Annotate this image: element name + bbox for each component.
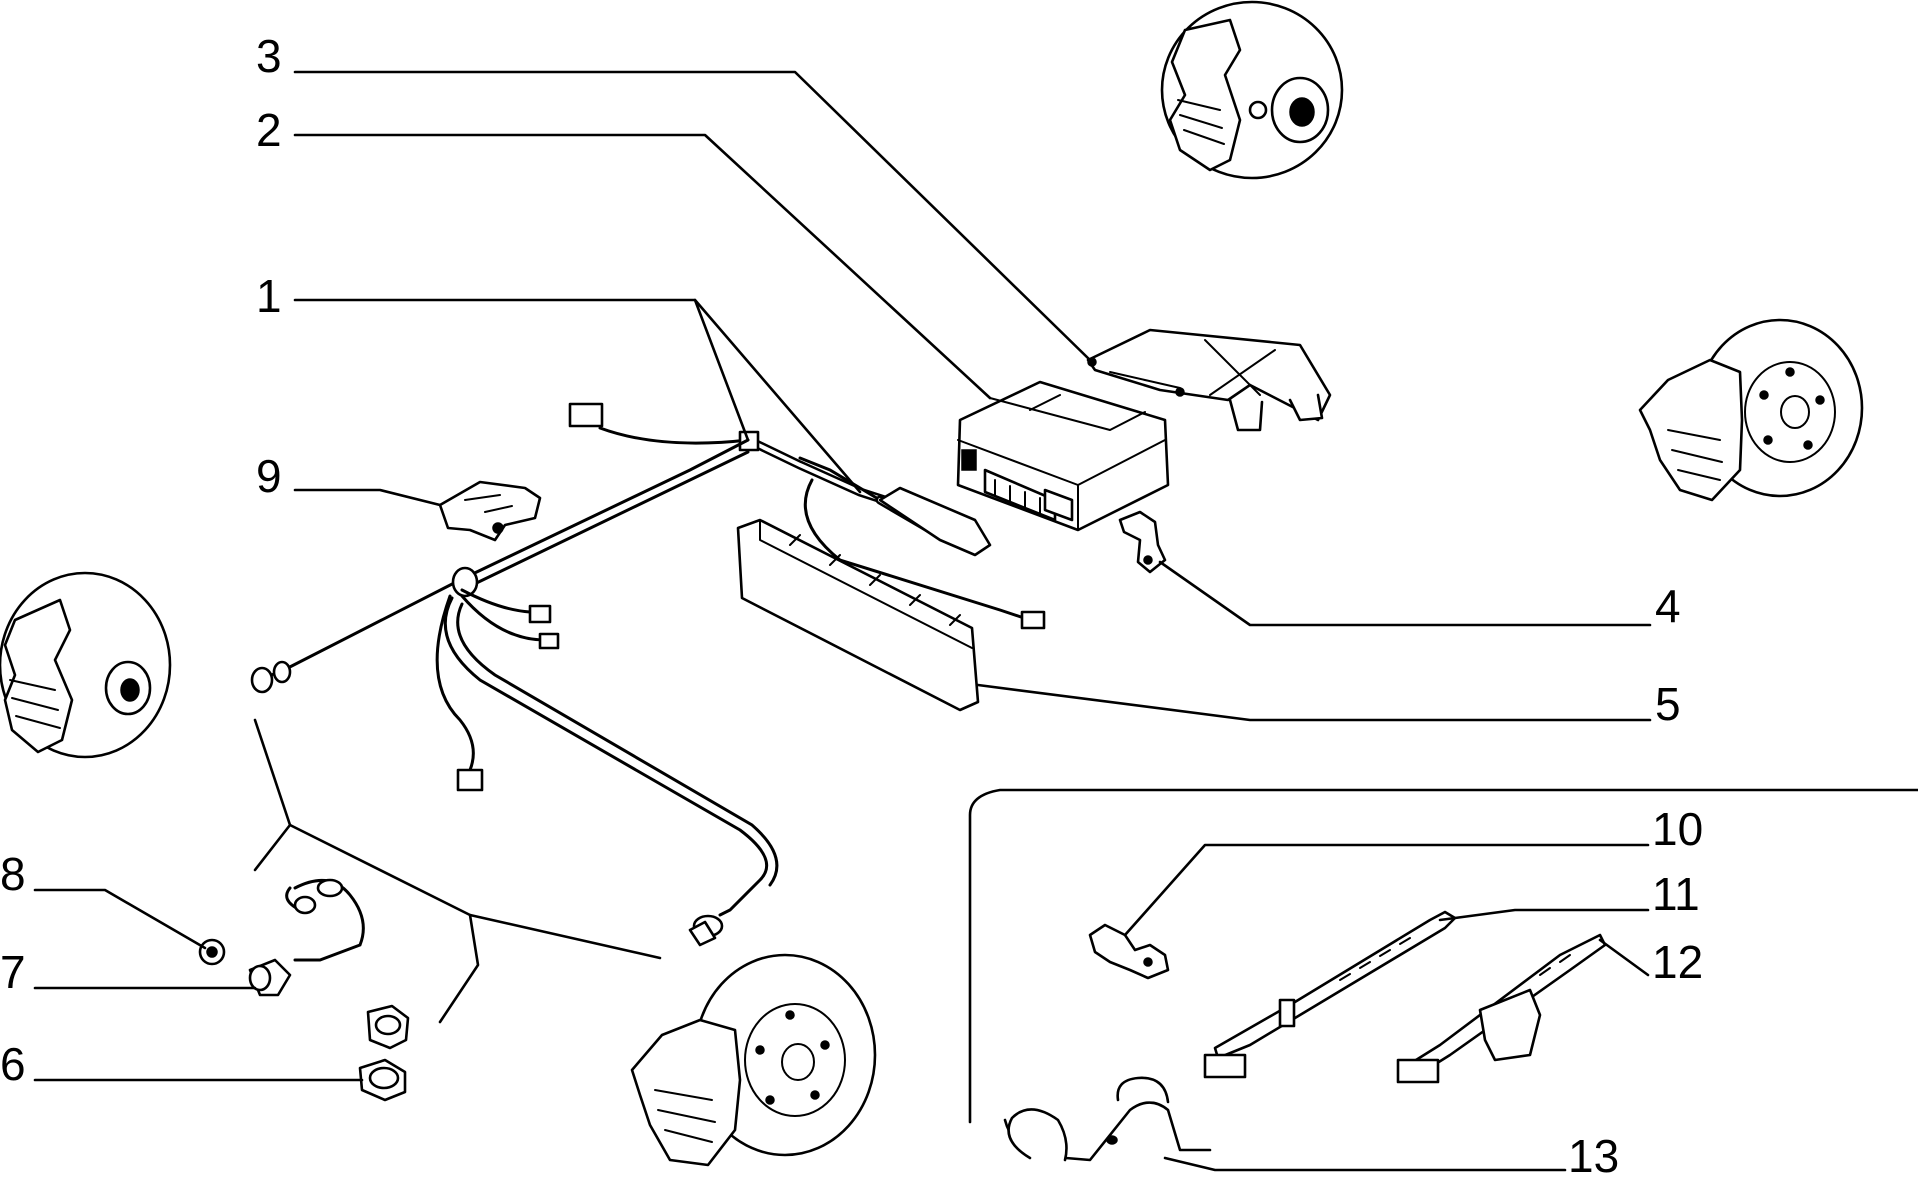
- callout-3: 3: [256, 30, 282, 82]
- callout-7: 7: [0, 946, 26, 998]
- front-left-brake-disc: [1638, 318, 1864, 502]
- callout-6: 6: [0, 1038, 26, 1090]
- part-4-small-bracket: [1118, 510, 1167, 574]
- callout-2: 2: [256, 104, 282, 156]
- callout-11: 11: [1652, 868, 1700, 920]
- callout-9: 9: [256, 450, 282, 502]
- callout-10: 10: [1652, 803, 1703, 855]
- part-5-cover-panel: [736, 518, 980, 712]
- front-right-brake-disc: [1160, 0, 1344, 180]
- callout-4: 4: [1655, 580, 1681, 632]
- part-11-cable-tie: [1203, 910, 1457, 1079]
- part-9-connector-cover: [438, 480, 542, 542]
- part-13-double-clip: [1003, 1076, 1212, 1162]
- part-8-grommet: [198, 938, 226, 966]
- part-1-wiring-harness: [250, 402, 1046, 947]
- part-2-control-unit: [956, 380, 1170, 532]
- callout-numbers: 1 2 3 4 5 6 7 8 9 10 11 12 13: [0, 30, 1703, 1182]
- callout-1: 1: [256, 270, 282, 322]
- part-3-mounting-bracket: [1086, 328, 1332, 432]
- callout-5: 5: [1655, 678, 1681, 730]
- callout-13: 13: [1568, 1130, 1619, 1182]
- part-12-cable-tie-with-block: [1396, 933, 1607, 1084]
- callout-8: 8: [0, 848, 26, 900]
- rear-right-brake-disc: [630, 953, 877, 1167]
- part-10-clamp: [1088, 923, 1170, 980]
- callout-12: 12: [1652, 936, 1703, 988]
- part-6-clip: [358, 1004, 410, 1102]
- leader-lines: [33, 70, 1918, 1172]
- part-7-speed-sensor: [248, 878, 365, 997]
- rear-left-brake-disc: [0, 571, 172, 759]
